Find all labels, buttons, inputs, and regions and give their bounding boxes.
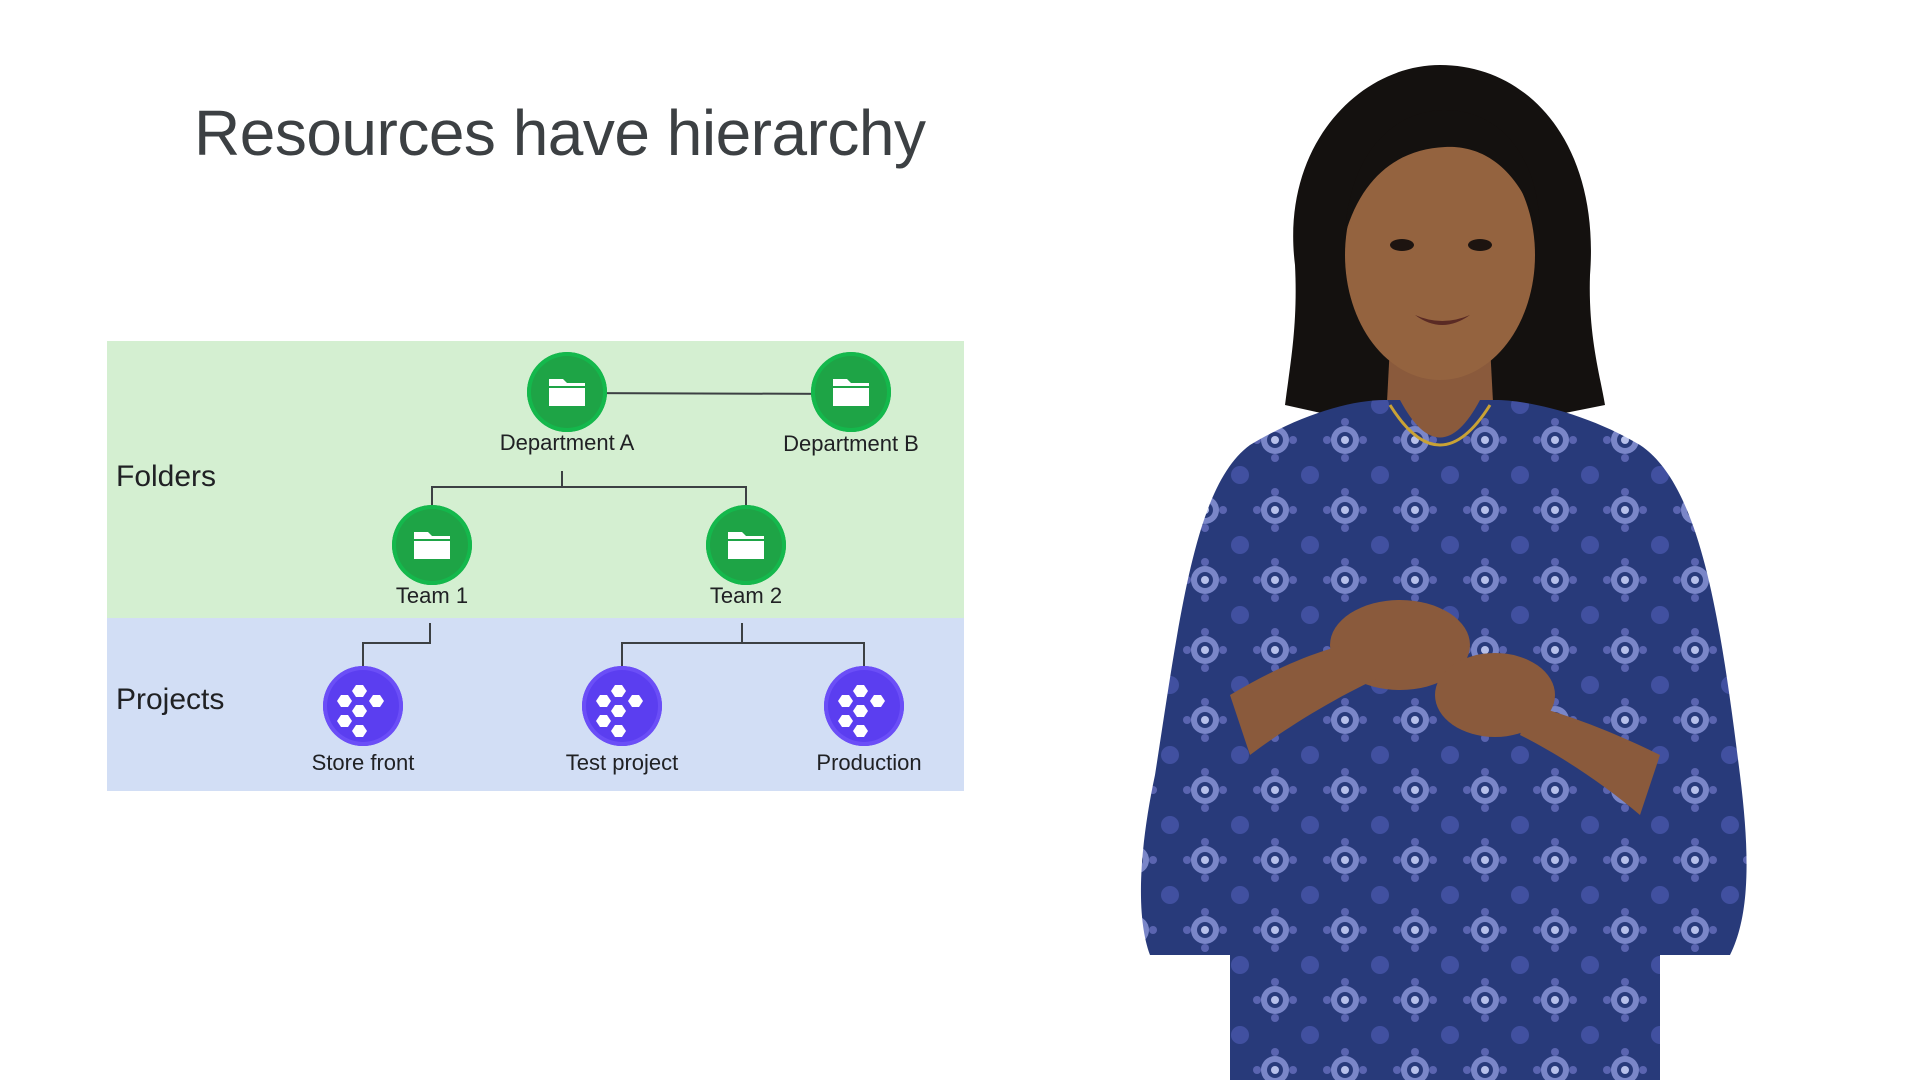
project-node-store-front <box>323 666 403 746</box>
hierarchy-connectors <box>362 392 865 669</box>
project-hexagons-icon <box>337 685 384 737</box>
production-label: Production <box>816 750 922 775</box>
team-2-label: Team 2 <box>709 583 783 608</box>
project-node-test-project <box>582 666 662 746</box>
folder-node-department-b <box>811 352 891 432</box>
department-b-label: Department B <box>783 431 919 456</box>
connector-dept-a-teams <box>431 471 563 507</box>
presenter-image <box>1140 65 1747 1080</box>
connector-team-2-projects <box>621 623 743 669</box>
folder-icon <box>414 532 450 559</box>
team-1-label: Team 1 <box>395 583 469 608</box>
department-a-label: Department A <box>499 430 635 455</box>
folder-icon <box>549 379 585 406</box>
connector-team-2-production <box>742 642 865 669</box>
presenter-face <box>1345 130 1535 380</box>
slide-title: Resources have hierarchy <box>194 97 926 169</box>
projects-band-label: Projects <box>116 683 225 716</box>
folder-icon <box>833 379 869 406</box>
project-node-production <box>824 666 904 746</box>
store-front-label: Store front <box>311 750 415 775</box>
folders-band-label: Folders <box>116 460 217 493</box>
folder-icon <box>728 532 764 559</box>
resource-hierarchy-diagram: Folders Projects Department A Department… <box>107 341 964 791</box>
connector-team-1-store-front <box>362 623 431 669</box>
connector-dept-a-dept-b <box>566 392 852 395</box>
projects-band <box>107 618 964 791</box>
test-project-label: Test project <box>565 750 679 775</box>
project-hexagons-icon <box>838 685 885 737</box>
connector-dept-a-team-2 <box>562 486 747 507</box>
folder-node-department-a <box>527 352 607 432</box>
project-hexagons-icon <box>596 685 643 737</box>
folder-node-team-1 <box>392 505 472 585</box>
presenter-blouse <box>1140 400 1747 1080</box>
folder-node-team-2 <box>706 505 786 585</box>
